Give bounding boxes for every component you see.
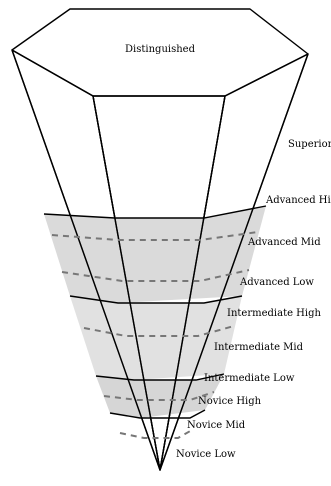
top-level-label: Distinguished	[125, 44, 196, 55]
level-label-intermediate-high: Intermediate High	[227, 308, 322, 319]
level-label-novice-mid: Novice Mid	[187, 420, 246, 431]
level-label-novice-low: Novice Low	[176, 449, 236, 460]
level-label-advanced-high: Advanced High	[265, 195, 331, 206]
level-label-advanced-mid: Advanced Mid	[247, 237, 321, 248]
level-label-advanced-low: Advanced Low	[239, 277, 314, 288]
level-label-intermediate-mid: Intermediate Mid	[214, 342, 304, 353]
level-label-intermediate-low: Intermediate Low	[204, 373, 295, 384]
level-label-novice-high: Novice High	[198, 396, 262, 407]
level-label-superior: Superior	[288, 139, 331, 150]
